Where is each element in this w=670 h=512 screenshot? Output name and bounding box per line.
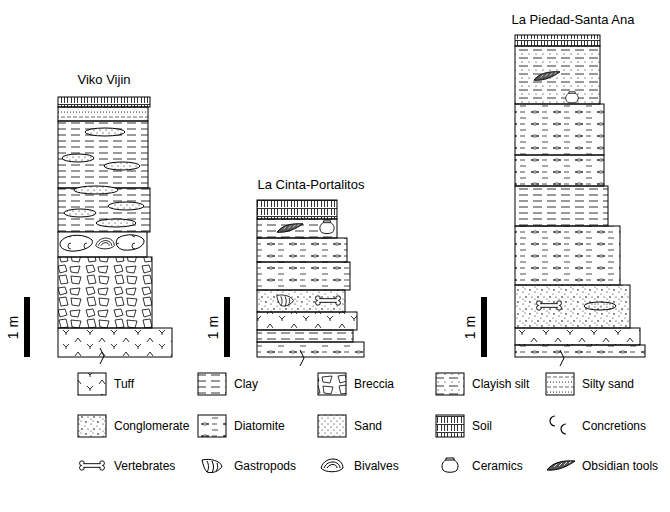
legend-label: Vertebrates [114, 459, 175, 474]
vertebrate-bone [537, 301, 562, 310]
conglomerate-layer [257, 290, 345, 312]
legend-label: Clay [234, 377, 258, 392]
clay-swatch [198, 373, 226, 395]
clay-layer [58, 188, 150, 232]
silty-sand-layer [58, 107, 148, 121]
break-mark [100, 348, 104, 364]
break-mark [560, 350, 564, 366]
tuff-layer [257, 312, 357, 330]
concretion-layer [58, 232, 147, 257]
diatomite-layer [257, 342, 364, 357]
legend-label: Diatomite [234, 419, 285, 434]
breccia-swatch [318, 373, 346, 395]
la-piedad-column [515, 35, 645, 366]
ceramic-sherd [566, 92, 578, 103]
scale-bar [481, 297, 487, 357]
legend-label: Bivalves [354, 459, 399, 474]
soil-swatch [436, 415, 464, 437]
diatomite-swatch [198, 415, 226, 437]
column-title: La Cinta-Portalitos [258, 177, 365, 192]
diatomite-layer [257, 238, 347, 262]
legend-label: Soil [472, 419, 492, 434]
break-mark [300, 350, 304, 366]
obsidian-tool [534, 72, 560, 81]
scale-label: 1 m [207, 315, 222, 338]
viko-vijin-column [58, 97, 172, 364]
legend-label: Conglomerate [114, 419, 189, 434]
conglomerate-swatch [78, 415, 106, 437]
obsidian-tools-swatch [547, 461, 575, 470]
vertebrate-bone [316, 296, 341, 305]
gastropod-fossil [277, 295, 294, 306]
clay-layer [257, 219, 337, 238]
scale-bar [224, 297, 230, 357]
sand-layer [515, 285, 630, 328]
bivalve-fossil [96, 238, 115, 249]
legend-label: Gastropods [234, 459, 296, 474]
sand-lens [104, 162, 140, 170]
diatomite-layer [257, 262, 350, 290]
legend-label: Clayish silt [472, 377, 529, 392]
la-cinta-column [257, 200, 364, 366]
legend-label: Obsidian tools [582, 459, 658, 474]
column-title: La Piedad-Santa Ana [512, 12, 635, 27]
diatomite-layer [515, 104, 604, 155]
sand-lens [74, 186, 118, 194]
vertebrates-swatch [80, 461, 105, 470]
sand-lens-fill [63, 129, 143, 227]
clay-layer [58, 121, 148, 188]
scale-bars [24, 297, 487, 357]
sand-lens [85, 128, 125, 136]
legend-label: Concretions [582, 419, 646, 434]
legend-label: Tuff [114, 377, 134, 392]
soil-layer [58, 97, 150, 107]
soil-layer [257, 200, 337, 219]
bivalves-swatch [321, 459, 343, 472]
breccia-layer [58, 257, 152, 328]
scale-label: 1 m [464, 315, 479, 338]
concretion-blob [116, 235, 144, 250]
scale-bar [24, 297, 30, 357]
diatomite-layer [515, 226, 620, 285]
scale-label: 1 m [7, 315, 22, 338]
legend-swatches [78, 373, 574, 437]
diatomite-layer [515, 345, 645, 357]
ceramic-sherd [320, 221, 334, 234]
tuff-layer [58, 328, 172, 357]
clayish-silt-layer [515, 46, 600, 104]
legend-label: Ceramics [472, 459, 523, 474]
clay-layer [515, 186, 608, 226]
column-title: Viko Vijin [78, 72, 131, 87]
sand-lens [64, 209, 96, 217]
concretions-swatch [550, 416, 566, 434]
diatomite-layer [515, 155, 604, 186]
concretion-blob [60, 235, 92, 251]
legend-label: Silty sand [582, 377, 634, 392]
silty-sand-swatch [546, 373, 574, 395]
obsidian-tool [277, 224, 303, 233]
legend-label: Breccia [354, 377, 394, 392]
ceramics-swatch [442, 458, 458, 472]
sand-swatch [318, 415, 346, 437]
sand-lens [108, 202, 144, 210]
sand-lens [584, 302, 616, 310]
gastropods-swatch [202, 459, 222, 473]
soil-layer [515, 35, 600, 46]
legend-label: Sand [354, 419, 382, 434]
sand-lens [96, 219, 136, 227]
clay-layer [257, 330, 353, 342]
tuff-swatch [78, 373, 106, 395]
clayish-silt-swatch [436, 373, 464, 395]
tuff-layer [515, 328, 640, 345]
sand-lens [62, 154, 94, 162]
sand-lenses [62, 128, 144, 227]
